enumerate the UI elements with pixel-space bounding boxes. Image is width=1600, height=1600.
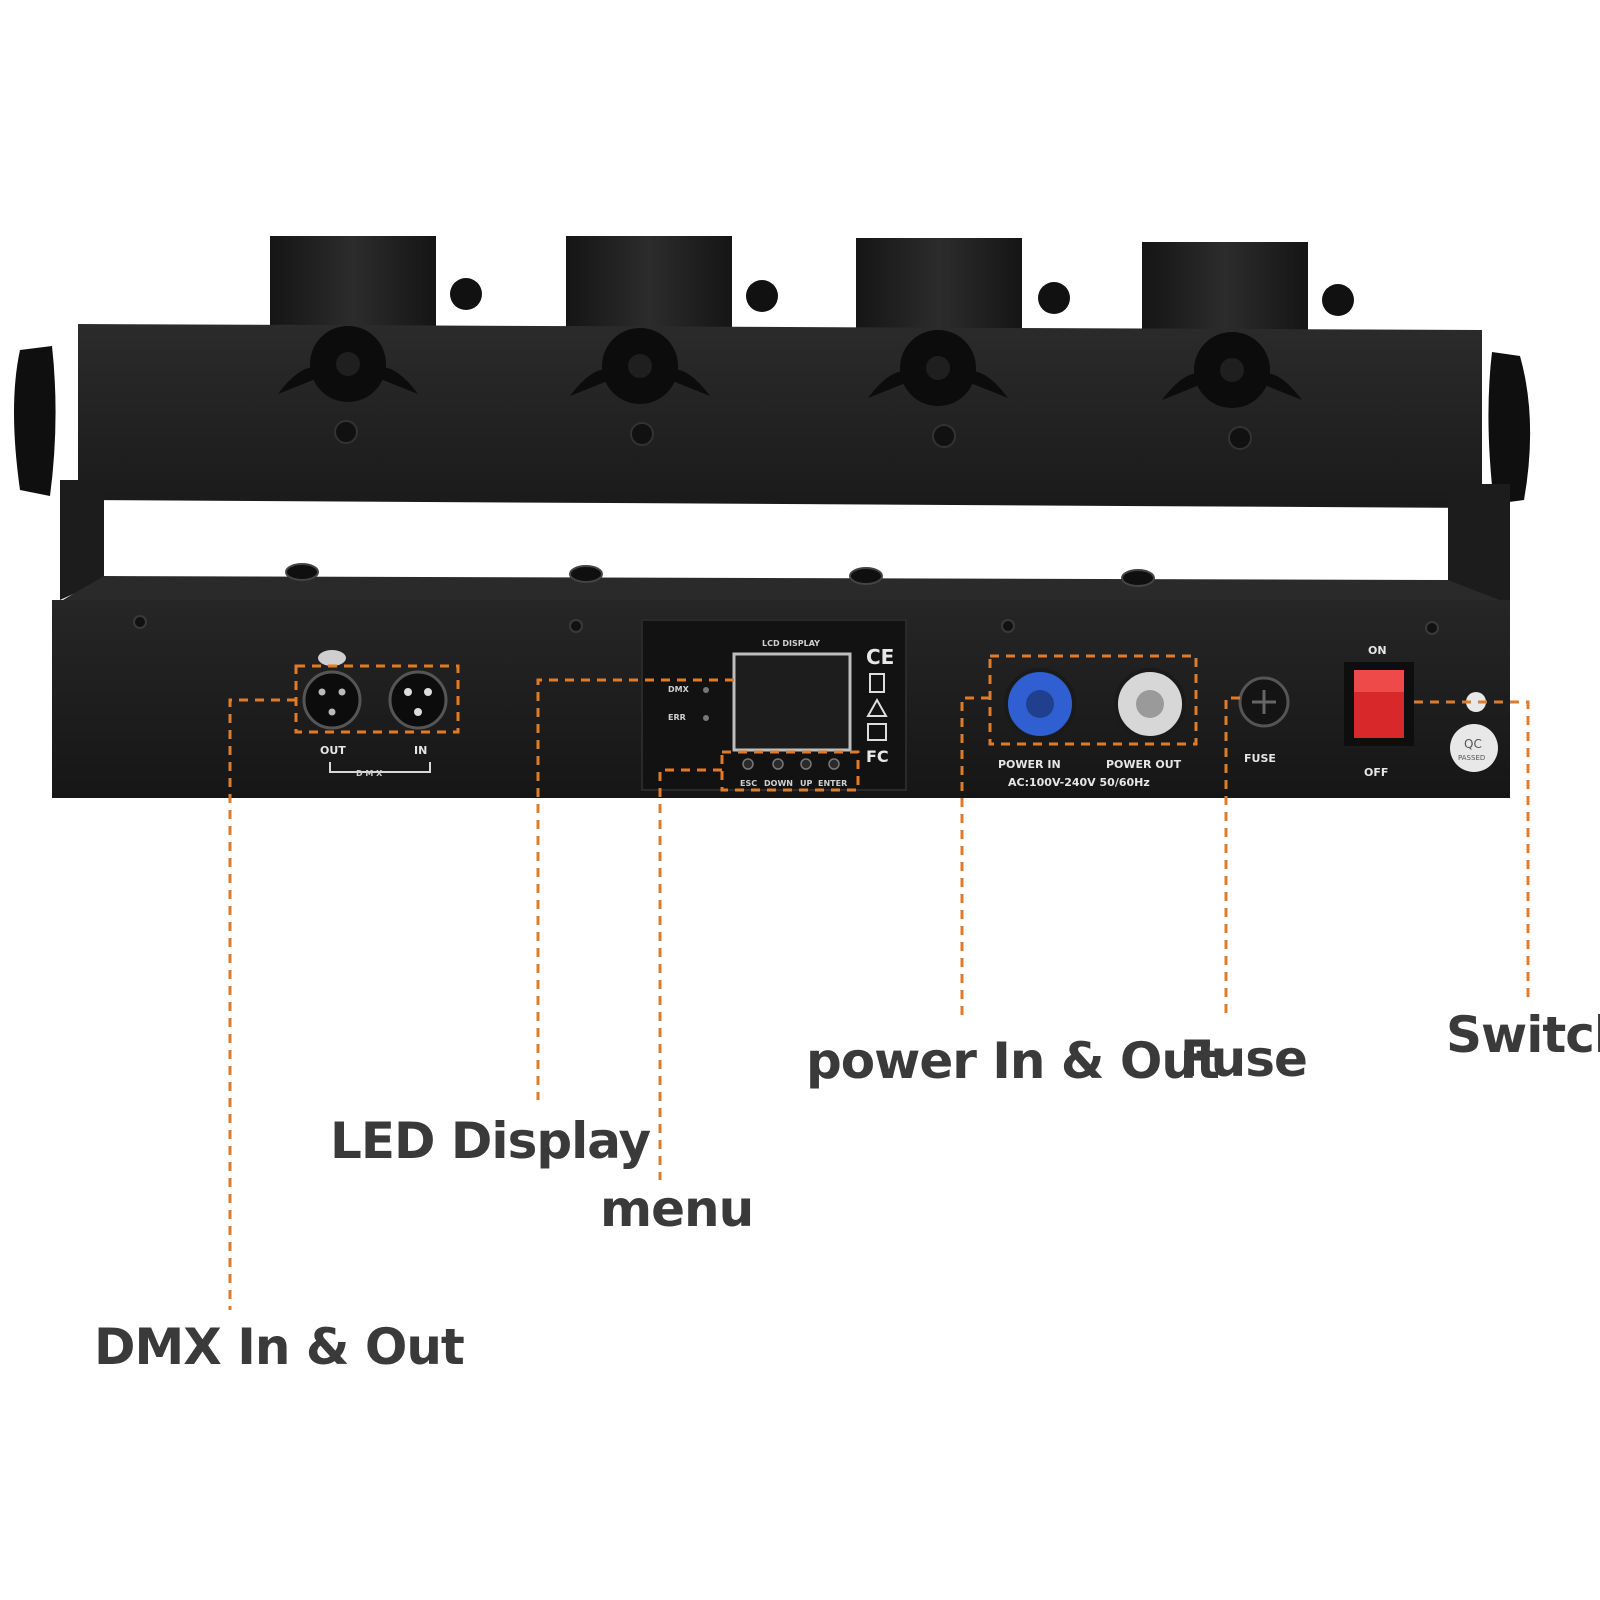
star-knob-icon [1162,332,1302,408]
top-jack-icon [285,563,319,581]
lcd-panel: LCD DISPLAY DMX ERR CE FC ESC DOWN UP EN… [641,619,907,792]
callout-led-display: LED Display [330,1112,650,1170]
tube-3 [856,238,1022,336]
checkbox-icon [867,723,887,741]
screw-icon [630,422,654,446]
leader-lcd [536,678,734,1100]
switch-off-label: OFF [1364,766,1388,779]
screw-icon [932,424,956,448]
fc-mark: FC [866,747,889,766]
menu-label-esc: ESC [740,779,757,788]
indicator-dmx-label: DMX [668,685,690,694]
power-out-label: POWER OUT [1106,758,1182,771]
menu-label-enter: ENTER [818,779,847,788]
switch-on-label: ON [1368,644,1387,657]
warning-icon [866,697,888,717]
power-in-label: POWER IN [998,758,1061,771]
screw-icon [133,615,147,629]
menu-button-up[interactable] [800,758,812,770]
qc-label: QC [1464,737,1482,751]
dmx-section: OUT IN D M X [294,650,460,778]
bracket-arm-right [1448,484,1510,604]
tube-knob-icon [450,278,482,310]
leader-lines [228,678,1530,1310]
base-top [56,576,1510,604]
leader-dmx [228,698,296,1310]
callout-fuse: Fuse [1180,1030,1307,1088]
dmx-out-connector-icon[interactable] [302,670,362,730]
voltage-label: AC:100V-240V 50/60Hz [1008,776,1150,789]
menu-label-up: UP [800,779,812,788]
tube-knob-icon [1322,284,1354,316]
side-handle-right-icon [1488,352,1531,504]
dmx-group-label: D M X [356,769,383,778]
callout-menu: menu [600,1180,753,1238]
lcd-screen [732,652,852,752]
weee-icon [869,673,885,693]
power-section: POWER IN POWER OUT AC:100V-240V 50/60Hz [988,654,1198,789]
top-jack-icon [1121,569,1155,587]
screw-icon [1425,621,1439,635]
fuse-label: FUSE [1244,752,1276,765]
side-handle-left-icon [14,346,56,496]
star-knob-icon [278,326,418,402]
screw-icon [569,619,583,633]
screw-icon [1001,619,1015,633]
cable-clip-icon [1466,692,1486,712]
screw-icon [334,420,358,444]
top-jack-icon [849,567,883,585]
bracket-arm-left [60,480,104,600]
tube-4 [1142,242,1308,336]
dmx-out-label: OUT [320,744,346,757]
dmx-in-connector-icon[interactable] [388,670,448,730]
qc-sticker [1450,724,1498,772]
upper-bar [78,324,1482,508]
fuse-section: FUSE [1238,676,1290,765]
leader-menu [658,768,722,1180]
indicator-dmx-led-icon [703,687,709,693]
indicator-err-led-icon [703,715,709,721]
tube-knob-icon [1038,282,1070,314]
dmx-in-label: IN [414,744,427,757]
star-knob-icon [868,330,1008,406]
leader-fuse [1224,696,1240,1016]
tube-1 [270,236,436,336]
star-knobs [278,326,1302,450]
indicator-err-label: ERR [668,713,686,722]
ce-mark: CE [866,645,894,669]
power-highlight-box [988,654,1198,746]
menu-button-enter[interactable] [828,758,840,770]
top-jack-icon [569,565,603,583]
menu-label-down: DOWN [764,779,793,788]
menu-button-down[interactable] [772,758,784,770]
leader-power [960,696,990,1016]
switch-section: ON OFF QC PASSED [1344,644,1498,779]
lcd-header: LCD DISPLAY [762,639,820,648]
dmx-latch-icon [318,650,346,666]
qc-sub-label: PASSED [1458,754,1485,762]
screw-icon [1228,426,1252,450]
callout-switch: Switch [1446,1006,1600,1064]
leader-switch [1414,700,1530,1000]
menu-button-esc[interactable] [742,758,754,770]
star-knob-icon [570,328,710,404]
tube-2 [566,236,732,336]
callout-power: power In & Out [806,1032,1219,1090]
tube-group [270,236,1354,336]
tube-knob-icon [746,280,778,312]
callout-dmx: DMX In & Out [94,1318,464,1376]
